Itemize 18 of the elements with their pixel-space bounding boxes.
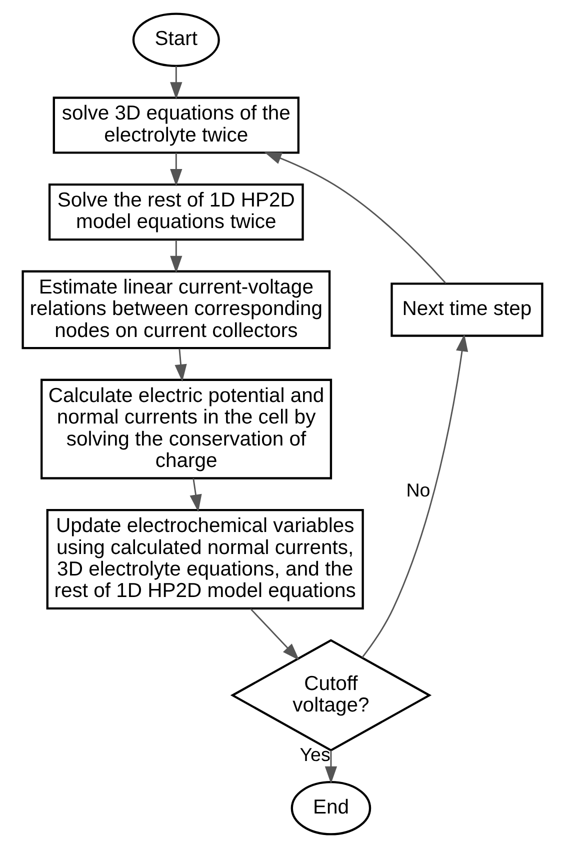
node-ellipse: Start bbox=[132, 12, 220, 67]
node-box: Solve the rest of 1D HP2D model equations twice bbox=[48, 183, 304, 241]
arrow bbox=[264, 152, 446, 284]
node-box: Next time step bbox=[390, 282, 543, 337]
arrow bbox=[170, 152, 182, 186]
node-box: Update electrochemical variables using calculated normal currents, 3D electrolyte equations, and the rest of 1D HP2D model equations bbox=[46, 509, 364, 610]
edge-label: No bbox=[406, 480, 430, 501]
arrow bbox=[189, 478, 202, 512]
node-box: Estimate linear current-voltage relations between corresponding nodes on current collectors bbox=[21, 270, 330, 350]
arrow bbox=[170, 240, 182, 274]
arrow bbox=[174, 348, 186, 382]
arrow bbox=[361, 334, 468, 658]
arrow bbox=[324, 750, 337, 784]
arrow bbox=[170, 66, 182, 100]
node-box: solve 3D equations of the electrolyte twice bbox=[52, 96, 299, 154]
arrow bbox=[250, 608, 299, 660]
node-ellipse: End bbox=[290, 781, 371, 836]
node-box: Calculate electric potential and normal currents in the cell by solving the conservation of charge bbox=[40, 378, 332, 480]
